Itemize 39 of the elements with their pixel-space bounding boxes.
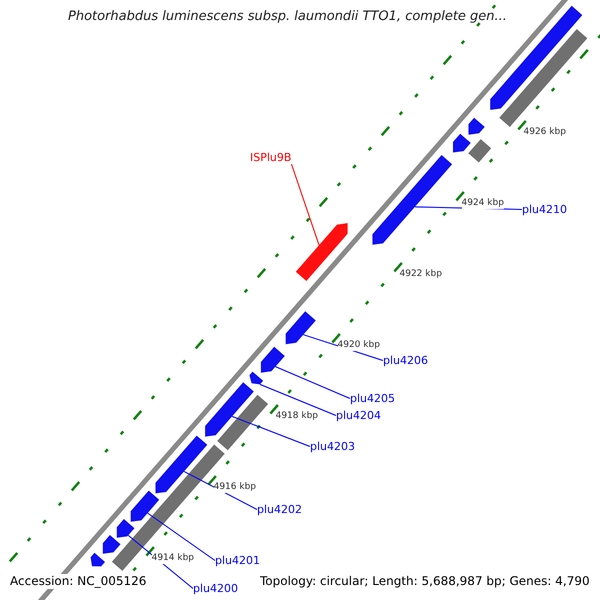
gene-feature — [260, 346, 285, 373]
position-label: 4914 kbp — [152, 553, 194, 564]
gene-feature — [205, 382, 254, 437]
gene-label: plu4210 — [522, 203, 568, 216]
gene-feature — [296, 223, 348, 281]
position-label: 4926 kbp — [524, 127, 566, 138]
gene-bar — [499, 29, 588, 127]
leader-line — [259, 384, 336, 416]
position-label: 4922 kbp — [400, 269, 442, 280]
gene-feature — [249, 372, 264, 384]
gene-label: plu4205 — [350, 392, 396, 405]
position-label: 4920 kbp — [338, 340, 380, 352]
footer-text: Topology: circular; Length: 5,688,987 bp; Genes: 4,790 — [258, 574, 592, 589]
leader-line — [274, 366, 350, 399]
title: Photorhabdus luminescens subsp. laumondii TTO1, complete gen... — [68, 9, 507, 25]
gene-feature — [286, 311, 316, 344]
gene-feature — [90, 552, 105, 566]
gene-label: plu4202 — [257, 503, 302, 516]
gene-label: plu4203 — [310, 440, 356, 453]
gene-label: plu4200 — [193, 582, 238, 595]
position-label: 4924 kbp — [462, 198, 504, 210]
gene-bar — [217, 394, 268, 450]
gene-label: plu4201 — [215, 554, 260, 567]
leader-line — [147, 512, 216, 561]
gene-bar — [468, 139, 492, 162]
position-label: 4918 kbp — [276, 411, 318, 422]
gene-feature — [116, 519, 134, 538]
gene-label: ISPlu9B — [250, 151, 292, 164]
gene-feature — [156, 436, 208, 494]
gene-feature — [372, 155, 452, 245]
leader-line — [290, 164, 320, 246]
gene-feature — [453, 134, 471, 152]
gene-label: plu4206 — [383, 354, 428, 367]
gene-label: plu4204 — [336, 409, 382, 422]
gene-feature — [130, 490, 160, 522]
gene-feature — [468, 118, 485, 135]
footer-text: Accession: NC_005126 — [8, 574, 148, 589]
position-label: 4916 kbp — [214, 482, 256, 494]
gene-feature — [102, 535, 120, 554]
